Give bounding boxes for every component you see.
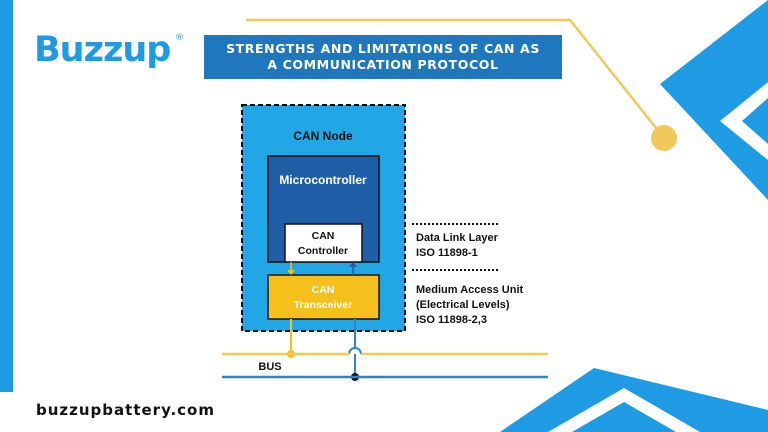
- medium-access-unit-label: Medium Access Unit (Electrical Levels) I…: [416, 283, 523, 328]
- left-accent-strip: [0, 0, 13, 392]
- rx-arrow-head: [349, 262, 357, 267]
- can-controller-line-1: CAN: [312, 230, 335, 242]
- mau-line-3: ISO 11898-2,3: [416, 314, 487, 326]
- title-line-1: STRENGTHS AND LIMITATIONS OF CAN AS: [226, 41, 540, 56]
- data-link-line-1: Data Link Layer: [416, 232, 498, 244]
- website-url[interactable]: buzzupbattery.com: [36, 401, 215, 419]
- title-banner: STRENGTHS AND LIMITATIONS OF CAN AS A CO…: [204, 35, 562, 79]
- bus-label: BUS: [258, 361, 281, 373]
- brand-logo: Buzzup: [34, 30, 171, 70]
- microcontroller-label: Microcontroller: [279, 173, 367, 187]
- mau-line-2: (Electrical Levels): [416, 299, 510, 311]
- can-transceiver-box: [267, 274, 380, 320]
- can-transceiver-line-2: Transceiver: [294, 299, 352, 311]
- can-controller-box: [284, 223, 363, 263]
- bus-crossover: [348, 347, 362, 355]
- registered-mark: ®: [175, 33, 184, 43]
- data-link-line-2: ISO 11898-1: [416, 247, 478, 259]
- can-node-label: CAN Node: [293, 129, 353, 143]
- tx-arrow-head: [287, 270, 295, 275]
- accent-line: [246, 18, 665, 139]
- accent-circle: [651, 125, 677, 151]
- data-link-layer-label: Data Link Layer ISO 11898-1: [416, 231, 498, 261]
- title-line-2: A COMMUNICATION PROTOCOL: [267, 57, 499, 72]
- right-chevron-inner: [742, 98, 768, 144]
- mau-line-1: Medium Access Unit: [416, 284, 524, 296]
- bottom-triangle-inner: [572, 402, 676, 432]
- right-chevron-outer: [660, 0, 768, 200]
- can-controller-line-2: Controller: [298, 245, 348, 257]
- can-transceiver-line-1: CAN: [312, 284, 335, 296]
